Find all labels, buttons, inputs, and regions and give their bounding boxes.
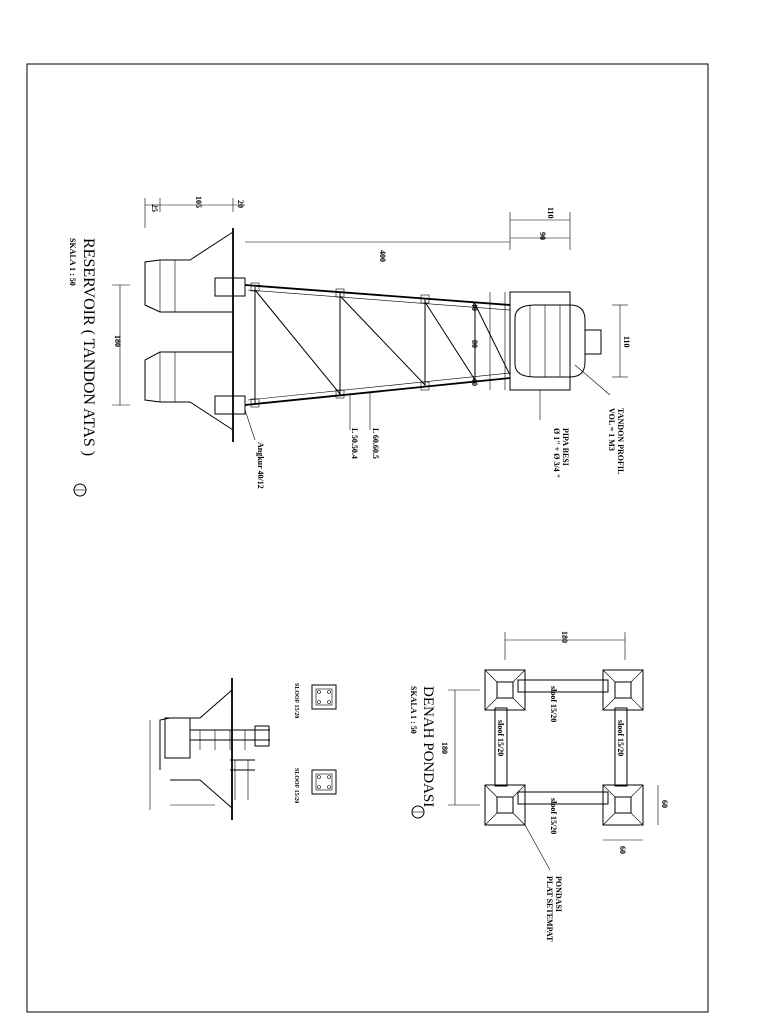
label-angle-50: L 50.50.4 — [350, 428, 359, 459]
label-angle-60: L 60.60.5 — [371, 428, 380, 459]
pondasi-title: DENAH PONDASI — [420, 686, 436, 807]
dim-110-right: 110 — [622, 336, 631, 348]
dim-80: 80 — [470, 340, 479, 348]
reservoir-title: RESERVOIR ( TANDON ATAS ) — [80, 238, 97, 456]
footing-pad-br — [602, 784, 644, 826]
dim-400: 400 — [378, 250, 387, 262]
sloof-top — [517, 679, 609, 693]
label-sloof-right: sloof 15/20 — [616, 720, 625, 756]
pondasi-scale: SKALA 1 : 50 — [409, 686, 418, 734]
tower-leg-2 — [244, 377, 511, 406]
dim-40-b: 40 — [470, 378, 479, 386]
label-pondasi: PONDASI — [554, 876, 563, 912]
label-sloof-detail-2: SLOOF 15/20 — [293, 768, 299, 803]
tower-leg-1 — [244, 284, 511, 306]
reservoir-scale: SKALA 1 : 50 — [68, 238, 77, 286]
sloof-bottom — [517, 791, 609, 805]
footing-pad-bl — [484, 784, 526, 826]
diagonal-2 — [339, 295, 426, 386]
footing-detail — [149, 678, 270, 820]
sloof-section-2: SLOOF 15/20 — [293, 768, 337, 803]
footing-2 — [144, 351, 234, 431]
label-tandon-profil: TANDON PROFIL — [616, 408, 625, 474]
dim-180-left: 180 — [440, 742, 449, 754]
pedestal-2 — [214, 395, 246, 415]
dim-90: 90 — [538, 232, 547, 240]
label-pipa-diameter: Ø 1" + Ø 3/4 " — [552, 428, 561, 478]
sloof-section-1: SLOOF 15/20 — [293, 683, 337, 718]
dim-20: 20 — [236, 200, 245, 208]
dim-180: 180 — [113, 335, 122, 347]
sloof-right — [614, 707, 628, 787]
pedestal-1 — [214, 277, 246, 297]
label-sloof-detail-1: SLOOF 15/20 — [293, 683, 299, 718]
label-plat-setempat: PLAT SETEMPAT — [545, 876, 554, 942]
footing-pad-tr — [602, 669, 644, 711]
dim-105: 105 — [194, 196, 203, 208]
dim-180-top: 180 — [560, 631, 569, 643]
dim-110-top: 110 — [546, 207, 555, 219]
label-pipa-besi: PIPA BESI — [561, 428, 570, 466]
label-sloof-top: sloof 15/20 — [549, 686, 558, 722]
tank-platform — [509, 291, 571, 391]
reservoir-elevation: 25 105 20 400 110 90 180 110 40 80 40 TA… — [68, 196, 631, 497]
label-sloof-bottom: sloof 15/20 — [549, 798, 558, 834]
label-volume: VOL = 1 M3 — [607, 408, 616, 451]
footing-1 — [144, 231, 234, 313]
dim-25: 25 — [150, 204, 159, 212]
dim-60-a: 60 — [660, 800, 669, 808]
diagonal-3 — [424, 301, 476, 381]
footing-pad-tl — [484, 669, 526, 711]
label-sloof-left: sloof 15/20 — [496, 720, 505, 756]
water-tank — [514, 304, 586, 378]
dim-60-b: 60 — [618, 846, 627, 854]
sheet-border — [26, 63, 709, 1013]
footing-detail-fill — [164, 717, 191, 759]
label-angkur: Angkur 40/12 — [256, 442, 265, 489]
foundation-plan: 180 180 60 60 sloof 15/20 sloof 15/20 sl… — [409, 631, 669, 942]
tank-lid — [584, 329, 602, 355]
dim-40-a: 40 — [470, 303, 479, 311]
diagonal-1 — [254, 289, 341, 395]
sloof-left — [494, 707, 508, 787]
